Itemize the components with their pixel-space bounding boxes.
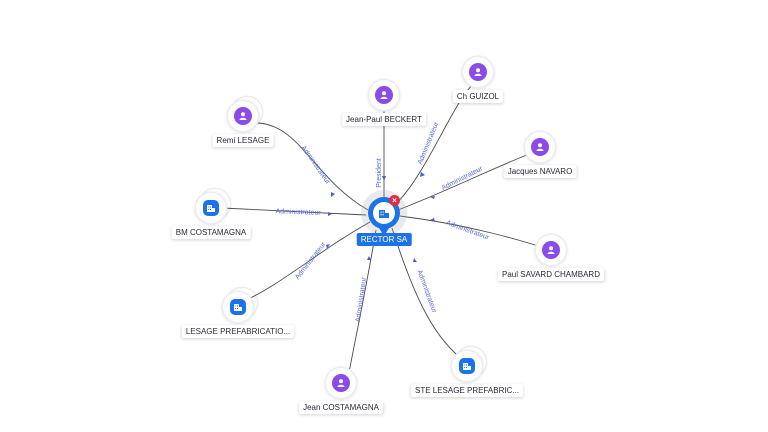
person-icon — [234, 107, 252, 125]
edge-chg — [394, 79, 479, 206]
edge-bm — [221, 207, 367, 216]
edge-label-slp: Administrateur — [415, 269, 437, 314]
person-icon — [469, 63, 487, 81]
node-label: Jean COSTAMAGNA — [299, 401, 383, 414]
edge-jc — [347, 229, 377, 379]
person-icon — [332, 374, 350, 392]
person-icon — [542, 241, 560, 259]
close-icon[interactable]: × — [389, 195, 400, 206]
edge-slp — [391, 227, 467, 363]
edge-label-psc: Administrateur — [445, 220, 490, 242]
person-icon — [375, 86, 393, 104]
arrow-psc — [430, 218, 435, 222]
node-label: Ch GUIZOL — [452, 90, 504, 103]
center-pin[interactable] — [368, 197, 400, 236]
edge-lp — [245, 221, 371, 301]
building-icon — [379, 210, 389, 218]
arrow-rl — [331, 192, 335, 197]
edge-label-rl: Administrateur — [299, 145, 331, 187]
edge-label-jpb: President — [376, 158, 383, 188]
arrow-lp — [326, 244, 330, 249]
building-icon — [459, 358, 475, 374]
center-label[interactable]: RECTOR SA — [356, 233, 412, 246]
arrow-slp — [413, 258, 417, 262]
building-icon — [230, 299, 246, 315]
node-label: BM COSTAMAGNA — [171, 226, 251, 239]
node-label: Jacques NAVARO — [503, 165, 577, 178]
arrow-jc — [367, 256, 371, 260]
node-label: Jean-Paul BECKERT — [342, 113, 426, 126]
arrow-jpb — [382, 176, 386, 181]
arrow-jn — [430, 196, 435, 199]
building-icon — [203, 200, 219, 216]
node-label: Paul SAVARD CHAMBARD — [498, 268, 604, 281]
node-label: STE LESAGE PREFABRIC... — [410, 384, 524, 397]
arrow-chg — [420, 172, 425, 177]
person-icon — [531, 138, 549, 156]
node-label: LESAGE PREFABRICATIO... — [181, 325, 295, 338]
edge-label-jn: Administrateur — [441, 165, 485, 192]
edge-label-jc: Administrateur — [355, 276, 368, 322]
edge-label-lp: Administrateur — [294, 241, 328, 281]
edge-label-bm: Administrateur — [275, 208, 321, 217]
node-label: Remi LESAGE — [212, 134, 274, 147]
edge-rl — [257, 122, 369, 211]
arrow-bm — [328, 212, 332, 216]
